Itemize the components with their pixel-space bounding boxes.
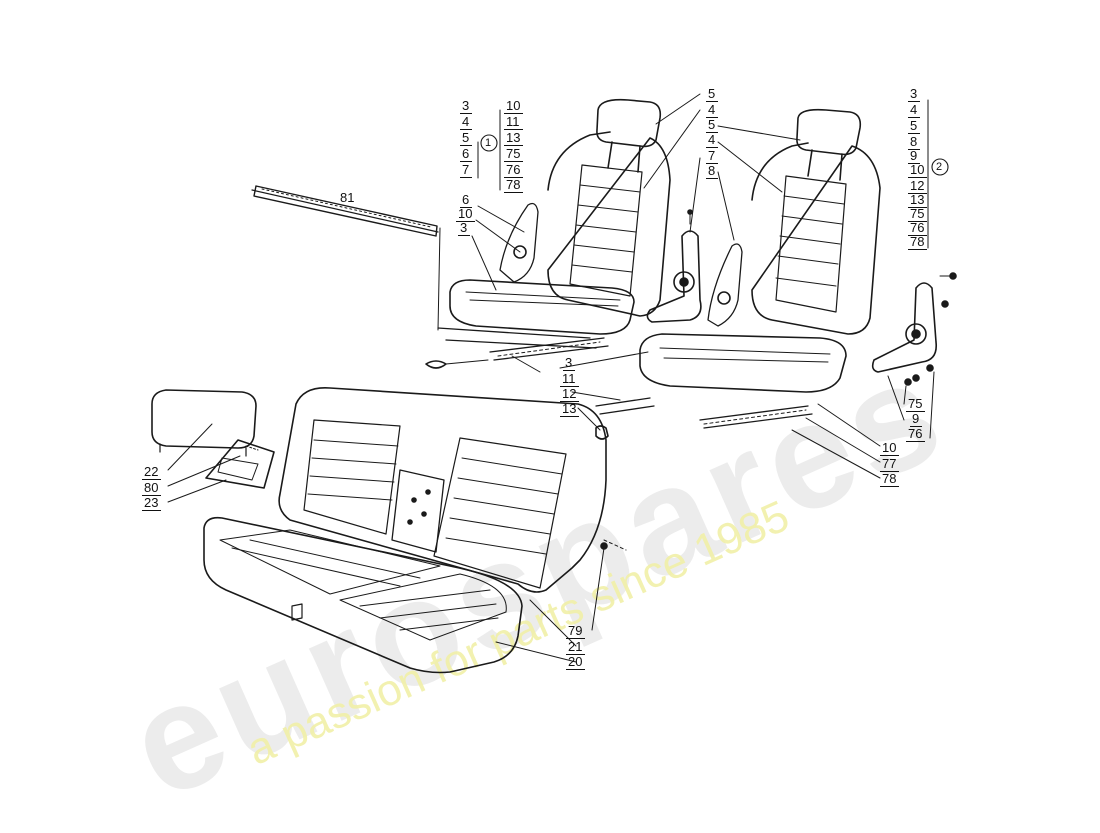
- parts-diagram-canvas: eurospares a passion for parts since 198…: [106, 86, 968, 830]
- callout-label: 13: [560, 401, 580, 417]
- callout-label: 78: [880, 471, 900, 487]
- callout-label: 12: [908, 178, 928, 194]
- callout-label: 75: [504, 146, 524, 162]
- rear-bench-seat: [203, 387, 627, 674]
- callout-label: 76: [906, 426, 926, 442]
- callout-label: 4: [908, 102, 921, 118]
- callout-label: 76: [504, 162, 524, 178]
- callout-label: 7: [706, 148, 719, 164]
- callout-label: 9: [908, 148, 921, 164]
- callout-label: 77: [880, 456, 900, 472]
- front-left-seat: [425, 98, 671, 369]
- rear-headrest: [151, 389, 257, 457]
- callout-label: 3: [458, 220, 471, 236]
- seat-assembly-drawing: [151, 93, 957, 674]
- callout-label: 4: [460, 114, 473, 130]
- callout-label: 10: [880, 440, 900, 456]
- recliner-hinge-right: [871, 272, 957, 386]
- callout-label: 78: [908, 234, 928, 250]
- callout-label: 6: [460, 146, 473, 162]
- front-right-seat: [595, 108, 881, 440]
- seat-rod: [251, 185, 439, 237]
- callout-label: 5: [706, 117, 719, 133]
- callout-label: 10: [504, 98, 524, 114]
- callout-label: 13: [908, 192, 928, 208]
- callout-label: 11: [504, 114, 523, 130]
- callout-label: 13: [504, 130, 524, 146]
- callout-label: 78: [504, 177, 524, 193]
- group-marker-2: [931, 158, 949, 176]
- callout-label: 4: [706, 102, 719, 118]
- callout-label: 75: [906, 396, 926, 412]
- callout-label: 20: [566, 654, 586, 670]
- callout-label: 3: [460, 98, 473, 114]
- callout-group-marker: 2: [936, 161, 943, 173]
- callout-label: 5: [706, 86, 719, 102]
- callout-label: 5: [908, 118, 921, 134]
- callout-label: 5: [460, 130, 473, 146]
- callout-label: 8: [908, 134, 921, 150]
- callout-label: 21: [566, 639, 586, 655]
- callout-label: 81: [340, 190, 355, 205]
- callout-label: 4: [706, 132, 719, 148]
- callout-label: 11: [560, 371, 579, 387]
- callout-label: 79: [566, 623, 586, 639]
- group-marker-1: [480, 134, 498, 152]
- callout-label: 3: [908, 86, 921, 102]
- callout-label: 10: [456, 206, 476, 222]
- callout-label: 12: [560, 386, 580, 402]
- callout-label: 75: [908, 206, 928, 222]
- callout-label: 23: [142, 495, 162, 511]
- callout-group-marker: 1: [485, 137, 492, 149]
- callout-label: 9: [910, 411, 923, 427]
- callout-label: 76: [908, 220, 928, 236]
- leader-lines: [167, 93, 935, 663]
- callout-label: 80: [142, 480, 162, 496]
- callout-label: 8: [706, 163, 719, 179]
- recliner-hinge-left: [646, 209, 702, 323]
- callout-label: 3: [563, 355, 576, 371]
- callout-label: 10: [908, 162, 928, 178]
- callout-label: 6: [460, 192, 473, 208]
- callout-label: 7: [460, 162, 473, 178]
- callout-label: 22: [142, 464, 162, 480]
